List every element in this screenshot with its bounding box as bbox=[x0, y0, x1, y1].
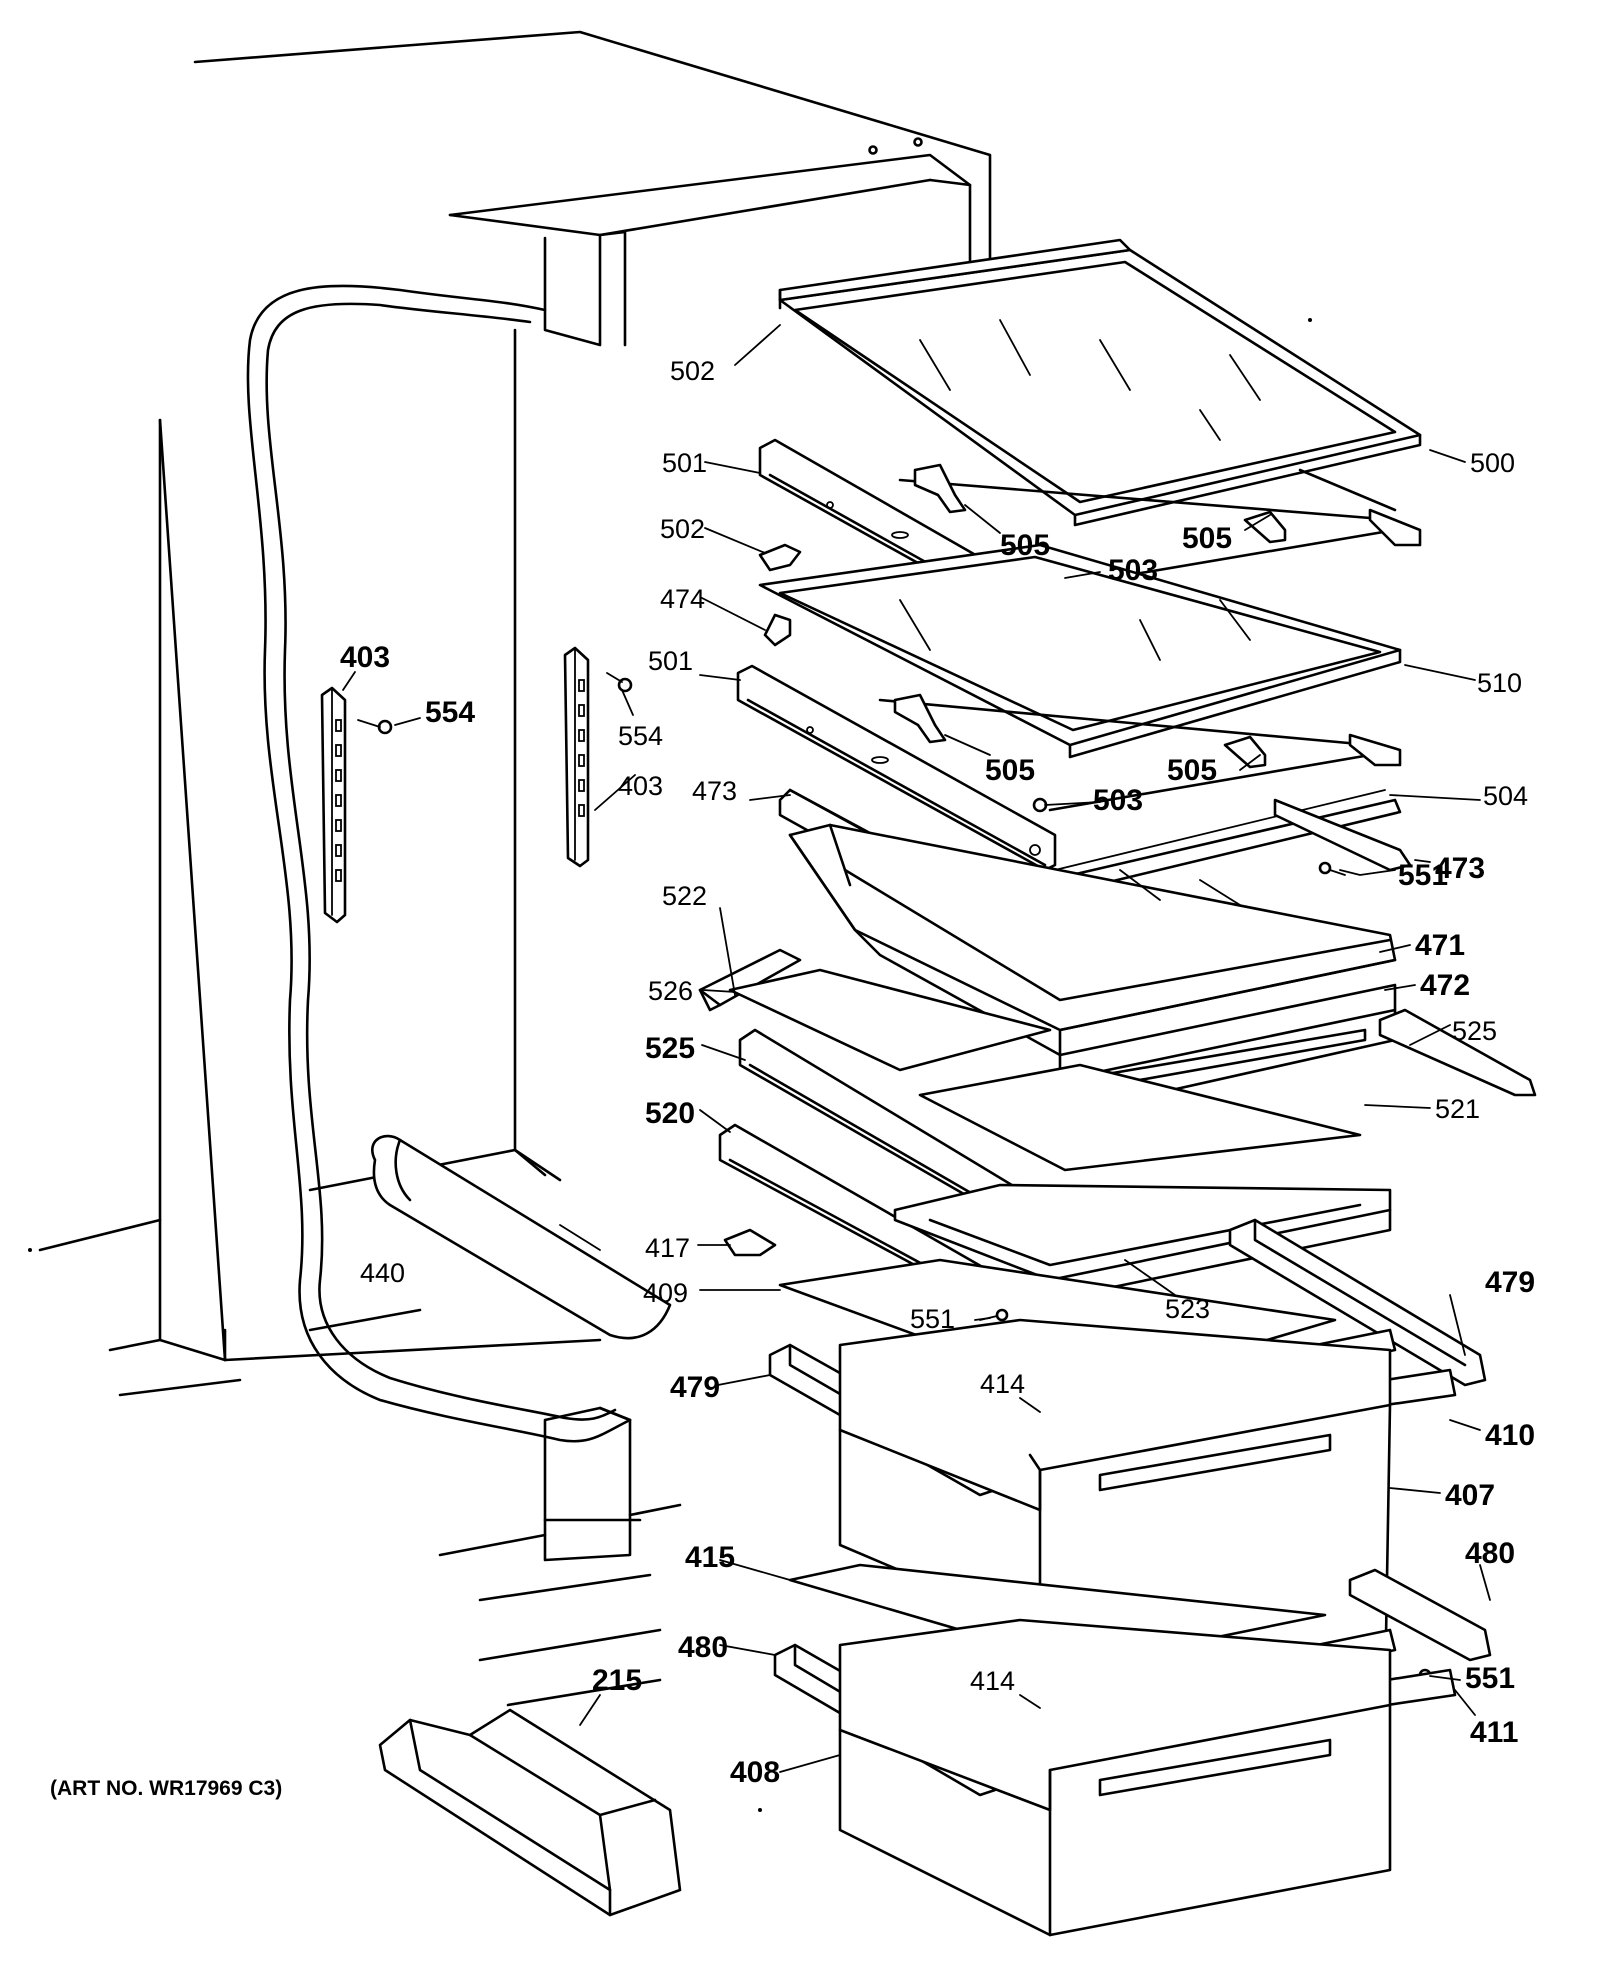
label-520: 520 bbox=[645, 1097, 695, 1130]
label-510: 510 bbox=[1477, 668, 1522, 698]
label-504: 504 bbox=[1483, 781, 1528, 811]
part-408-drawer bbox=[838, 1618, 1392, 1937]
label-502-top: 502 bbox=[670, 356, 715, 386]
shelf-ladder-right bbox=[563, 646, 633, 868]
label-502-middle: 502 bbox=[660, 514, 705, 544]
screw-551-upper-shank bbox=[1329, 869, 1346, 876]
label-479-right: 479 bbox=[1485, 1266, 1535, 1299]
shelf-ladder-left bbox=[320, 686, 393, 924]
label-551-lower: 551 bbox=[1465, 1662, 1515, 1695]
part-215-bin bbox=[378, 1708, 682, 1917]
label-525-right: 525 bbox=[1452, 1016, 1497, 1046]
label-526: 526 bbox=[648, 976, 693, 1006]
part-523-shelf-frame bbox=[893, 1183, 1392, 1302]
speck bbox=[758, 1808, 762, 1812]
part-502-trim-and-474 bbox=[758, 543, 802, 647]
label-472: 472 bbox=[1420, 969, 1470, 1002]
part-479-right-slide bbox=[1228, 1218, 1487, 1387]
part-521-glass bbox=[918, 1063, 1362, 1172]
label-551-middle: 551 bbox=[910, 1304, 955, 1334]
part-440-cover bbox=[371, 1134, 672, 1340]
speck bbox=[1308, 318, 1312, 322]
label-414-upper: 414 bbox=[980, 1369, 1025, 1399]
label-403-left: 403 bbox=[340, 641, 390, 674]
label-500: 500 bbox=[1470, 448, 1515, 478]
label-473-left: 473 bbox=[692, 776, 737, 806]
label-551-upper: 551 bbox=[1398, 859, 1448, 892]
part-471-crisper-pan bbox=[788, 823, 1397, 1057]
screw-551-middle bbox=[995, 1308, 1009, 1322]
part-480-right-slide bbox=[1348, 1568, 1492, 1662]
part-526-glass bbox=[728, 968, 1052, 1072]
label-417: 417 bbox=[645, 1233, 690, 1263]
label-408: 408 bbox=[730, 1756, 780, 1789]
label-503-lower: 503 bbox=[1093, 784, 1143, 817]
part-501-bracket-lower bbox=[736, 664, 1057, 872]
label-215: 215 bbox=[592, 1664, 642, 1697]
label-409: 409 bbox=[643, 1278, 688, 1308]
label-440: 440 bbox=[360, 1258, 405, 1288]
label-501-lower: 501 bbox=[648, 646, 693, 676]
label-415: 415 bbox=[685, 1541, 735, 1574]
part-510-glass-shelf bbox=[758, 543, 1402, 759]
cutaway-edge bbox=[246, 284, 632, 1443]
label-503-upper: 503 bbox=[1108, 554, 1158, 587]
label-501-upper: 501 bbox=[662, 448, 707, 478]
label-411: 411 bbox=[1470, 1716, 1518, 1749]
label-554-left: 554 bbox=[425, 696, 475, 729]
label-505-a: 505 bbox=[1000, 529, 1050, 562]
part-labels: 500 502 501 505 505 503 502 474 510 403 … bbox=[340, 356, 1535, 1789]
label-480-left: 480 bbox=[678, 1631, 728, 1664]
speck bbox=[28, 1248, 32, 1252]
part-525-right-slide bbox=[1378, 1008, 1537, 1097]
label-554-right: 554 bbox=[618, 721, 663, 751]
label-505-c: 505 bbox=[985, 754, 1035, 787]
label-525-left: 525 bbox=[645, 1032, 695, 1065]
label-414-lower: 414 bbox=[970, 1666, 1015, 1696]
label-505-b: 505 bbox=[1182, 522, 1232, 555]
label-474: 474 bbox=[660, 584, 705, 614]
label-479-left: 479 bbox=[670, 1371, 720, 1404]
art-number: (ART NO. WR17969 C3) bbox=[50, 1777, 282, 1800]
label-505-d: 505 bbox=[1167, 754, 1217, 787]
label-407: 407 bbox=[1445, 1479, 1495, 1512]
part-417-clip bbox=[723, 1228, 777, 1257]
label-480-right: 480 bbox=[1465, 1537, 1515, 1570]
label-521: 521 bbox=[1435, 1094, 1480, 1124]
label-522: 522 bbox=[662, 881, 707, 911]
part-500-glass-shelf bbox=[778, 238, 1422, 527]
label-523: 523 bbox=[1165, 1294, 1210, 1324]
label-410: 410 bbox=[1485, 1419, 1535, 1452]
label-473-right: 473 bbox=[1435, 852, 1485, 885]
label-471: 471 bbox=[1415, 929, 1465, 962]
leader-lines bbox=[342, 324, 1491, 1773]
lower-shelf-side-rails bbox=[878, 693, 1412, 897]
screw-551-upper bbox=[1318, 861, 1332, 875]
label-403-right: 403 bbox=[618, 771, 663, 801]
